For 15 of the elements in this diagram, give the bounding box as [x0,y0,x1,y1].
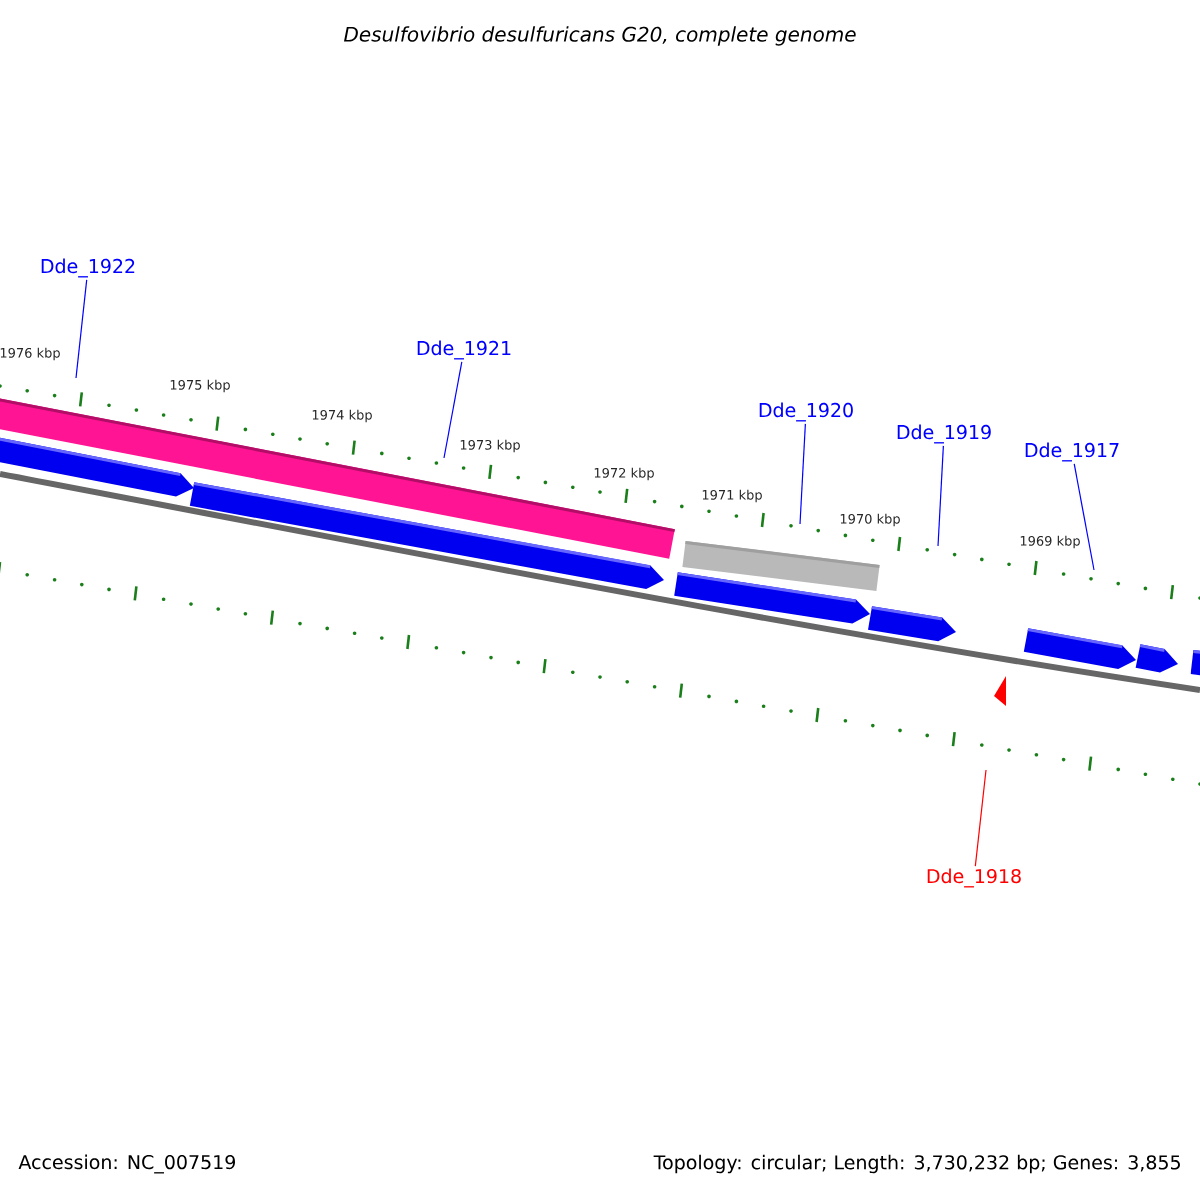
leader-line [974,769,987,867]
gene-label: Dde_1918 [927,868,1021,888]
leader-line [75,279,88,379]
genome-info-text: Topology: circular; Length: 3,730,232 bp; Genes: 3,855 [653,1154,1180,1174]
gene-label: Dde_1919 [897,424,991,444]
leader-line [1073,463,1095,571]
gene-label: Dde_1917 [1025,442,1119,462]
accession-text: Accession: NC_007519 [18,1154,235,1174]
gene-label: Dde_1922 [41,258,135,278]
leader-line [443,361,463,459]
leader-line [799,423,806,525]
leader-line [937,445,944,547]
title: Desulfovibrio desulfuricans G20, complete genome [344,26,856,46]
gene-label: Dde_1921 [417,340,511,360]
gene-label: Dde_1920 [759,402,853,422]
